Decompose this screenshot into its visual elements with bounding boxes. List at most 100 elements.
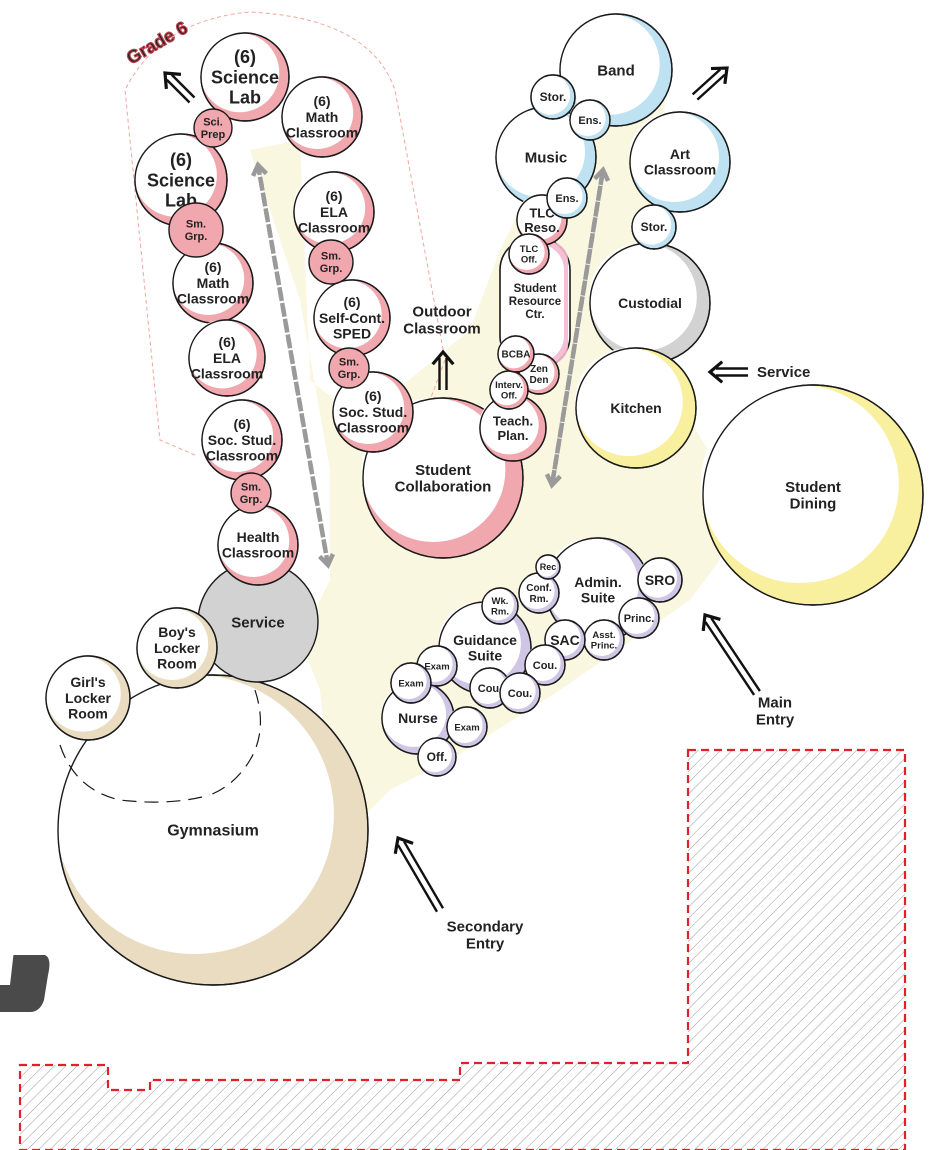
room-exam-2-label-0: Exam bbox=[398, 678, 423, 689]
room-soc-stud-2[interactable]: (6)Soc. Stud.Classroom bbox=[332, 371, 414, 453]
room-princ-outline bbox=[618, 597, 660, 639]
room-student-dining-label-0: Student bbox=[785, 479, 841, 496]
room-sci-lab-1-outline bbox=[200, 32, 290, 122]
room-boys-locker-label-1: Locker bbox=[154, 640, 200, 656]
room-gymnasium[interactable]: Gymnasium bbox=[54, 674, 369, 986]
room-gymnasium-label-0: Gymnasium bbox=[167, 823, 259, 840]
room-stor-1-bubble bbox=[530, 75, 571, 115]
room-sm-grp-4-label-1: Grp. bbox=[240, 494, 263, 506]
room-guidance-label-0: Guidance bbox=[453, 632, 517, 648]
room-exam-2[interactable]: Exam bbox=[390, 662, 432, 704]
callout-main-entry-1: Entry bbox=[756, 712, 795, 729]
room-teach-plan[interactable]: Teach.Plan. bbox=[479, 394, 547, 462]
room-ens-1-label-0: Ens. bbox=[578, 115, 601, 127]
room-sm-grp-2[interactable]: Sm.Grp. bbox=[308, 239, 354, 285]
room-admin-suite-label-1: Suite bbox=[581, 590, 615, 606]
room-custodial-label-0: Custodial bbox=[618, 295, 682, 311]
room-exam-3-bubble bbox=[446, 707, 483, 743]
room-interv-off-label-1: Off. bbox=[501, 391, 517, 402]
room-gymnasium-outline bbox=[57, 674, 369, 986]
room-off[interactable]: Off. bbox=[417, 737, 457, 777]
room-cou-1-bubble bbox=[524, 645, 561, 681]
room-interv-off[interactable]: Interv.Off. bbox=[489, 370, 529, 410]
room-ela-1-bubble bbox=[293, 172, 366, 244]
room-sm-grp-4-bubble bbox=[230, 472, 272, 514]
grade6-corridor-arrow-b bbox=[255, 164, 331, 566]
outdoor-classroom-arrow bbox=[431, 349, 455, 390]
room-soc-stud-1[interactable]: (6)Soc. Stud.Classroom bbox=[201, 399, 283, 481]
room-bcba[interactable]: BCBA bbox=[497, 335, 535, 373]
room-sm-grp-2-label-0: Sm. bbox=[321, 251, 341, 263]
room-wk-rm[interactable]: Wk.Rm. bbox=[481, 587, 519, 625]
room-sm-grp-4[interactable]: Sm.Grp. bbox=[230, 472, 272, 514]
room-stor-1[interactable]: Stor. bbox=[530, 74, 576, 120]
room-sci-prep[interactable]: Sci.Prep bbox=[193, 108, 233, 148]
grade6-corridor-arrow-b-head bbox=[250, 161, 268, 177]
room-girls-locker-label-2: Room bbox=[68, 706, 108, 722]
main-entry-arrow bbox=[701, 612, 761, 696]
room-sci-prep-bubble bbox=[193, 108, 233, 148]
room-ens-2-label-0: Ens. bbox=[555, 193, 578, 205]
room-cou-3[interactable]: Cou. bbox=[499, 672, 541, 714]
room-soc-stud-2-outline bbox=[332, 371, 414, 453]
room-sm-grp-3[interactable]: Sm.Grp. bbox=[328, 347, 370, 389]
room-interv-off-bubble bbox=[489, 371, 524, 406]
room-ens-1[interactable]: Ens. bbox=[569, 99, 611, 141]
room-sped[interactable]: (6)Self-Cont.SPED bbox=[313, 279, 391, 357]
room-math-2-bubble bbox=[172, 243, 245, 315]
room-conf-rm[interactable]: Conf.Rm. bbox=[518, 572, 560, 614]
room-sm-grp-1[interactable]: Sm.Grp. bbox=[168, 202, 224, 258]
room-asst-princ-bubble bbox=[583, 620, 620, 656]
room-kitchen[interactable]: Kitchen bbox=[574, 347, 697, 469]
room-soc-stud-2-label-2: Classroom bbox=[337, 420, 409, 436]
room-exam-3[interactable]: Exam bbox=[446, 706, 488, 748]
room-sm-grp-1-label-0: Sm. bbox=[186, 219, 206, 231]
room-ens-2[interactable]: Ens. bbox=[546, 177, 588, 219]
room-math-1-outline bbox=[281, 76, 363, 158]
room-sped-label-2: SPED bbox=[333, 326, 371, 342]
room-sro[interactable]: SRO bbox=[637, 557, 683, 603]
room-rec[interactable]: Rec bbox=[535, 554, 561, 580]
room-service-core[interactable]: Service bbox=[197, 561, 319, 683]
room-rec-bubble bbox=[535, 555, 558, 577]
room-stor-1-outline bbox=[530, 74, 576, 120]
room-band[interactable]: Band bbox=[558, 13, 673, 127]
room-sro-bubble bbox=[637, 558, 678, 598]
room-art-label-0: Art bbox=[670, 146, 691, 162]
room-asst-princ[interactable]: Asst.Princ. bbox=[583, 619, 625, 661]
site-boundary-hatch bbox=[20, 750, 905, 1150]
room-band-outline bbox=[559, 13, 673, 127]
gym-court-line bbox=[59, 744, 211, 803]
room-admin-suite-bubble bbox=[544, 538, 639, 632]
room-exam-3-outline bbox=[446, 706, 488, 748]
room-cou-3-outline bbox=[499, 672, 541, 714]
room-cou-1[interactable]: Cou. bbox=[524, 644, 566, 686]
partial-overlay-card bbox=[0, 955, 50, 1012]
gym-court-line-2 bbox=[209, 689, 262, 796]
room-custodial[interactable]: Custodial bbox=[588, 242, 711, 364]
room-stor-2[interactable]: Stor. bbox=[631, 204, 677, 250]
room-music-label-0: Music bbox=[525, 149, 568, 166]
room-health-label-1: Classroom bbox=[222, 545, 294, 561]
room-admin-suite[interactable]: Admin.Suite bbox=[544, 537, 651, 643]
room-princ[interactable]: Princ. bbox=[618, 597, 660, 639]
room-math-2-label-0: (6) bbox=[204, 259, 221, 275]
room-exam-2-outline bbox=[390, 662, 432, 704]
room-cou-2-bubble bbox=[469, 668, 506, 704]
room-off-label-0: Off. bbox=[427, 750, 448, 764]
room-student-collab-label-0: Student bbox=[415, 462, 471, 479]
